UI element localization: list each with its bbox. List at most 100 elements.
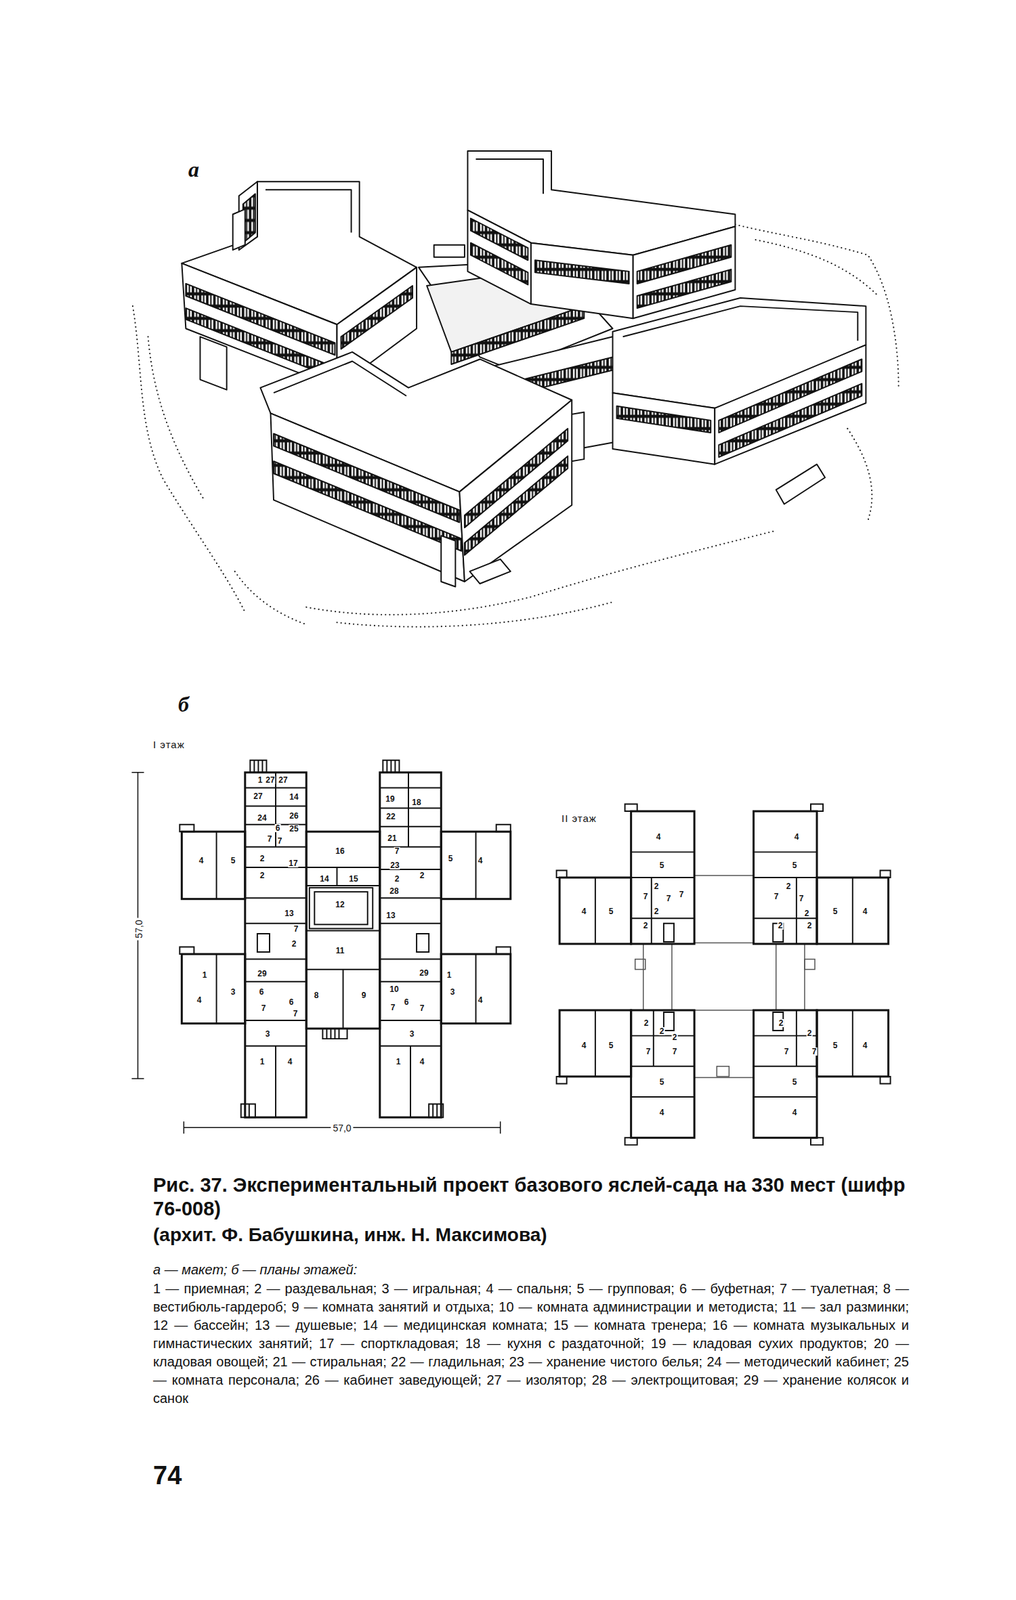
model-building [199, 336, 227, 390]
room-number: 23 [389, 861, 400, 870]
key-heading: а — макет; б — планы этажей: [153, 1261, 357, 1279]
room-number: 14 [288, 793, 299, 802]
plan-second-floor [643, 944, 672, 1011]
room-number: 7 [671, 1047, 679, 1056]
room-number: 7 [811, 1047, 818, 1056]
dimension: 57,0 [134, 917, 144, 941]
model-building [440, 535, 456, 587]
room-number: 6 [288, 998, 295, 1007]
room-number: 18 [411, 798, 422, 807]
room-number: 3 [449, 988, 456, 997]
model-building [273, 361, 407, 396]
room-number: 5 [659, 1078, 666, 1087]
model-building [617, 406, 712, 433]
model-building [273, 461, 462, 552]
floor-label: II этаж [561, 813, 597, 824]
room-number: 4 [659, 1108, 666, 1117]
room-number: 11 [335, 946, 346, 956]
room-number: 2 [643, 1019, 650, 1028]
room-number: 1 [257, 776, 264, 785]
room-number: 5 [791, 861, 798, 870]
landscape-dots [132, 306, 246, 613]
figure-caption: Рис. 37. Экспериментальный проект базово… [153, 1173, 919, 1222]
room-number: 5 [608, 1041, 615, 1050]
room-number: 26 [288, 812, 299, 821]
landscape-dots [336, 602, 613, 628]
plan-second-floor [753, 1010, 817, 1138]
room-number: 14 [319, 875, 330, 884]
plan-first-floor [179, 824, 511, 955]
model-building [531, 243, 634, 320]
plan-first-floor [179, 760, 511, 1118]
room-number: 5 [230, 856, 237, 865]
room-number: 7 [277, 837, 284, 846]
plan-second-floor [663, 923, 783, 1031]
room-number: 2 [259, 854, 266, 863]
page-number: 74 [153, 1463, 182, 1489]
model-building [233, 209, 246, 250]
room-number: 24 [256, 814, 267, 823]
room-number: 6 [403, 998, 410, 1007]
room-number: 3 [230, 988, 237, 997]
plan-second-floor [556, 804, 891, 1146]
model-building [714, 344, 866, 464]
room-number: 2 [653, 907, 660, 916]
room-number: 2 [419, 871, 426, 880]
room-number: 8 [313, 991, 320, 1000]
plan-second-floor [694, 1010, 754, 1078]
landscape-dots [755, 239, 879, 296]
room-number: 4 [419, 1057, 426, 1067]
room-number: 7 [645, 1047, 652, 1056]
room-number: 4 [655, 833, 662, 842]
room-number: 29 [256, 969, 267, 979]
model-building [434, 245, 465, 258]
model-building [459, 400, 572, 582]
dimension-lines [183, 1121, 500, 1134]
plan-second-floor [716, 1066, 729, 1077]
room-number: 2 [785, 882, 792, 891]
plan-first-floor [309, 887, 373, 929]
room-number: 7 [773, 892, 780, 901]
model-building [464, 456, 568, 556]
room-number: 6 [258, 988, 265, 997]
room-number: 4 [196, 996, 203, 1005]
room-number: 4 [793, 833, 800, 842]
plan-second-floor [776, 944, 805, 1011]
room-number: 2 [259, 871, 266, 880]
room-number: 4 [581, 1041, 588, 1050]
panel-letter: б [178, 693, 189, 716]
room-key: 1 — приемная; 2 — раздевальная; 3 — игра… [153, 1280, 909, 1409]
dimension-lines [131, 772, 500, 1134]
room-number: 13 [283, 909, 294, 918]
room-number: 4 [862, 907, 869, 916]
room-number: 21 [386, 834, 397, 843]
plan-second-floor [694, 875, 754, 943]
room-number: 9 [361, 991, 368, 1000]
room-number: 7 [783, 1047, 790, 1056]
room-number: 7 [390, 1003, 397, 1012]
room-number: 5 [832, 1041, 839, 1050]
model-building [467, 209, 531, 305]
room-number: 5 [791, 1078, 798, 1087]
room-number: 16 [334, 847, 345, 856]
room-number: 4 [791, 1108, 798, 1117]
room-number: 4 [477, 996, 484, 1005]
room-number: 2 [806, 1029, 813, 1038]
landscape-dots [847, 428, 872, 521]
room-number: 2 [291, 940, 298, 949]
room-number: 2 [777, 921, 784, 930]
room-number: 2 [659, 1027, 666, 1036]
room-number: 12 [334, 900, 345, 909]
dimension: 57,0 [330, 1123, 353, 1134]
room-number: 5 [447, 854, 454, 863]
room-number: 22 [385, 812, 396, 821]
landscape-dots [148, 336, 205, 500]
room-number: 2 [803, 909, 811, 918]
plan-first-floor [245, 772, 307, 1118]
model-building [476, 159, 544, 194]
model-building [718, 384, 862, 458]
room-number: 13 [385, 911, 396, 920]
room-number: 2 [671, 1033, 679, 1042]
room-number: 2 [394, 875, 401, 884]
room-number: 4 [198, 856, 205, 865]
